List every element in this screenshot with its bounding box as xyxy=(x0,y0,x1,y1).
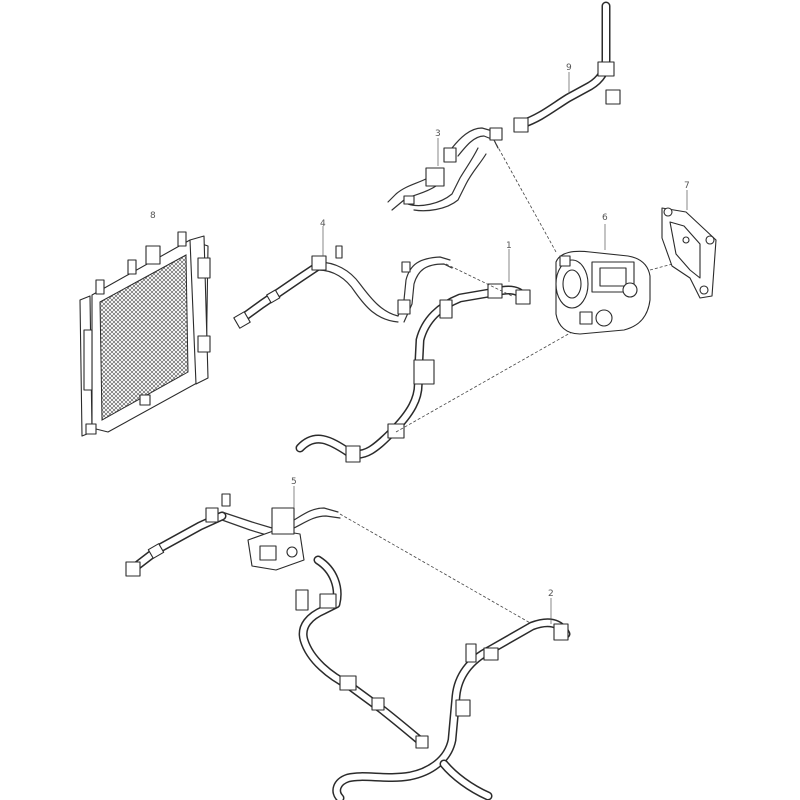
bracket xyxy=(661,190,717,299)
hose-1 xyxy=(295,249,601,463)
pipe-4 xyxy=(233,226,453,329)
pipe-3 xyxy=(387,127,557,253)
callout-1: 1 xyxy=(506,241,512,251)
valve-assembly xyxy=(125,486,533,625)
callout-2: 2 xyxy=(548,589,554,599)
callout-7: 7 xyxy=(684,181,690,191)
callout-5: 5 xyxy=(291,477,297,487)
pipe-9 xyxy=(513,1,621,133)
callout-9: 9 xyxy=(566,63,572,73)
callout-6: 6 xyxy=(602,213,608,223)
condenser xyxy=(79,231,211,437)
hose-2 xyxy=(295,555,571,800)
callout-3: 3 xyxy=(435,129,441,139)
compressor xyxy=(555,224,681,335)
callout-4: 4 xyxy=(320,219,326,229)
callout-8: 8 xyxy=(150,211,156,221)
